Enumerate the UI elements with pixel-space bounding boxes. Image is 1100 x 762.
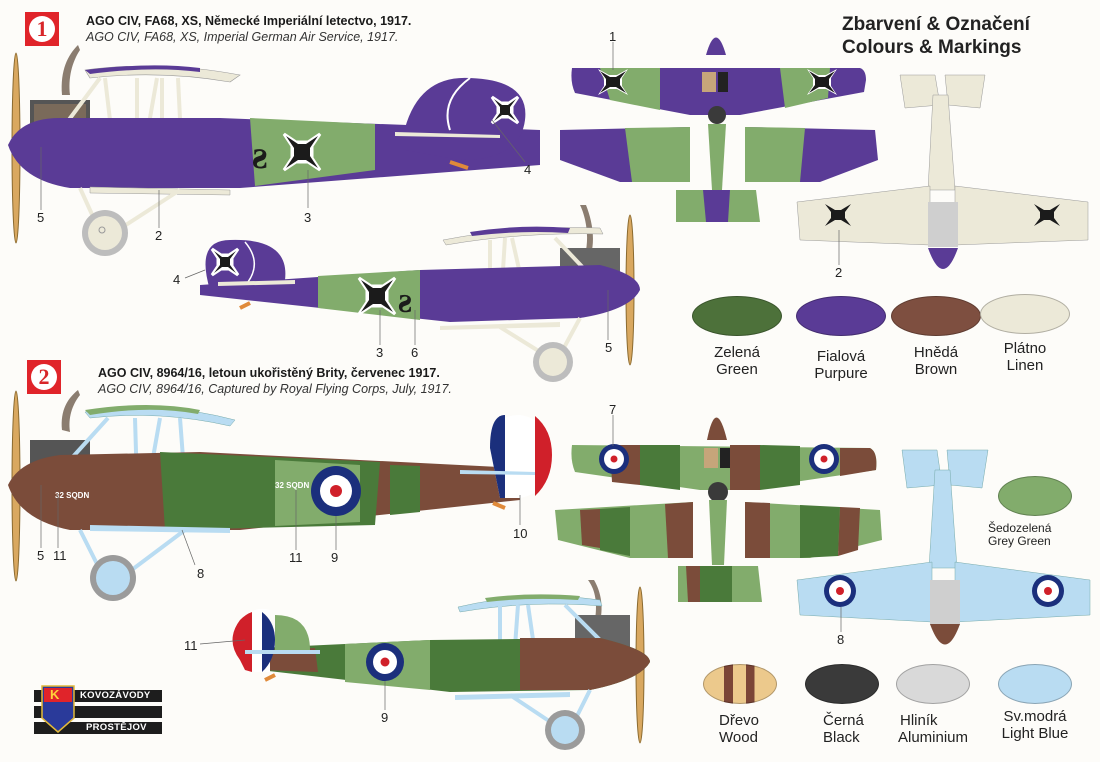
color-oval <box>998 476 1072 516</box>
swatch-aluminium: Hliník Aluminium <box>888 664 978 746</box>
swatch-label-cz: Šedozelená <box>988 521 1052 535</box>
swatch-linen: Plátno Linen <box>970 294 1080 374</box>
callout-label: 11 <box>289 550 303 565</box>
scheme-1-badge: 1 <box>25 12 59 46</box>
swatch-label-en: Black <box>823 729 860 746</box>
scheme-2-badge: 2 <box>27 360 61 394</box>
scheme-1-profile-right: ƨ <box>184 205 640 382</box>
callout-label: 9 <box>331 550 339 565</box>
callout-label: 2 <box>155 228 163 243</box>
callout-label: 3 <box>304 210 312 225</box>
serial-marking: 32 SQDN <box>55 491 89 500</box>
swatch-label-en: Green <box>716 361 758 378</box>
callout-label: 3 <box>376 345 384 360</box>
callout-label: 4 <box>173 272 181 287</box>
scheme-1-number: 1 <box>29 16 55 42</box>
swatch-label-en: Linen <box>1006 357 1044 374</box>
swatch-light-blue: Sv.modrá Light Blue <box>985 664 1085 742</box>
swatch-label-cz: Hliník <box>900 712 938 729</box>
color-oval <box>998 664 1072 704</box>
swatch-label-en: Wood <box>719 729 758 746</box>
callout-label: 1 <box>609 29 617 44</box>
page-title-cz: Zbarvení & Označení <box>842 14 1030 35</box>
callout-label: 10 <box>513 526 528 541</box>
logo-mark: K <box>50 687 60 702</box>
scheme-2-bottom-view <box>796 449 1091 645</box>
swatch-label-cz: Plátno <box>1003 340 1047 357</box>
swatch-label-cz: Sv.modrá <box>1003 708 1067 725</box>
scheme-2-number: 2 <box>31 364 57 390</box>
swatch-grey-green: Šedozelená Grey Green <box>980 476 1090 548</box>
scheme-2-profile-right <box>199 580 650 750</box>
swatch-black: Černá Black <box>797 664 887 746</box>
color-oval <box>805 664 879 704</box>
callout-label: 4 <box>524 162 532 177</box>
shield-icon <box>41 685 75 733</box>
callout-label: 6 <box>411 345 419 360</box>
callout-label: 8 <box>197 566 205 581</box>
swatch-label-en: Brown <box>914 361 958 378</box>
swatch-label-cz: Zelená <box>714 344 760 361</box>
swatch-label-cz: Černá <box>823 712 864 729</box>
callout-label: 9 <box>381 710 389 725</box>
scheme-1-caption-cz: AGO CIV, FA68, XS, Německé Imperiální le… <box>86 14 412 28</box>
callout-label: 7 <box>609 402 617 417</box>
logo-line-2: PROSTĚJOV <box>86 722 147 733</box>
callout-label: 5 <box>37 210 45 225</box>
swatch-brown: Hnědá Brown <box>881 296 991 378</box>
scheme-2-caption-cz: AGO CIV, 8964/16, letoun ukořistěný Brit… <box>98 366 440 380</box>
svg-text:ƨ: ƨ <box>252 132 268 177</box>
swatch-green: Zelená Green <box>682 296 792 378</box>
svg-text:32 SQDN: 32 SQDN <box>275 481 309 490</box>
color-oval <box>703 664 777 704</box>
scheme-2-profile-left: 32 SQDN 32 SQDN <box>8 390 552 601</box>
page-title-en: Colours & Markings <box>842 37 1022 58</box>
swatch-label-cz: Hnědá <box>913 344 959 361</box>
color-oval <box>980 294 1070 334</box>
swatch-wood: Dřevo Wood <box>695 664 785 746</box>
color-oval <box>896 664 970 704</box>
color-oval <box>891 296 981 336</box>
scheme-2-top-view <box>555 415 882 602</box>
callout-label: 5 <box>605 340 613 355</box>
scheme-2-caption-en: AGO CIV, 8964/16, Captured by Royal Flyi… <box>98 382 452 396</box>
color-oval <box>692 296 782 336</box>
callout-label: 2 <box>835 265 843 280</box>
scheme-1-caption-en: AGO CIV, FA68, XS, Imperial German Air S… <box>86 30 399 44</box>
swatch-label-en: Purpure <box>814 365 868 382</box>
scheme-1-profile-left: ƨ <box>8 45 540 256</box>
color-oval <box>796 296 886 336</box>
swatch-purpure: Fialová Purpure <box>786 296 896 382</box>
svg-text:ƨ: ƨ <box>398 280 412 320</box>
scheme-1-top-view <box>560 37 878 222</box>
swatch-label-cz: Fialová <box>816 348 866 365</box>
callout-label: 8 <box>837 632 845 647</box>
manufacturer-logo: K KOVOZÁVODY PROSTĚJOV <box>34 685 162 736</box>
swatch-label-en: Light Blue <box>1001 725 1069 742</box>
swatch-label-en: Grey Green <box>988 534 1051 548</box>
swatch-label-en: Aluminium <box>898 729 969 746</box>
logo-line-1: KOVOZÁVODY <box>80 690 151 701</box>
scheme-1-bottom-view <box>796 74 1089 269</box>
callout-label: 5 <box>37 548 45 563</box>
callout-label: 11 <box>53 548 67 563</box>
callout-label: 11 <box>184 638 198 653</box>
swatch-label-cz: Dřevo <box>719 712 760 729</box>
